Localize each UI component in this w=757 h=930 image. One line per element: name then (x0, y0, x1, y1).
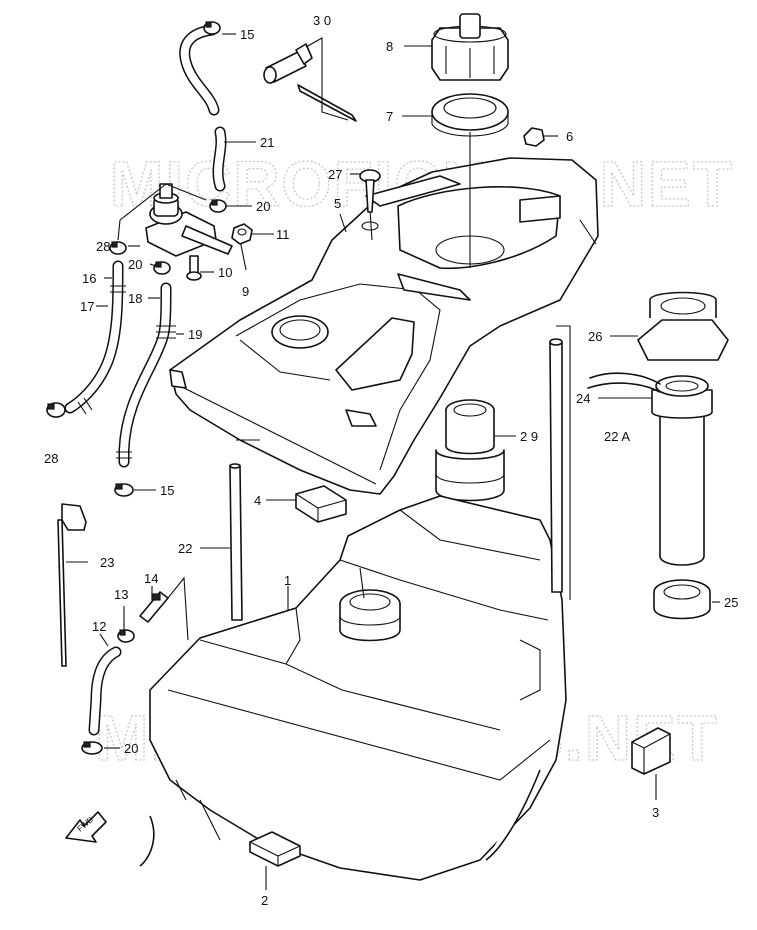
callout-22a: 22 A (604, 429, 630, 444)
part-1-fuel-tank (139, 495, 567, 881)
callout-28-bottom: 28 (44, 451, 58, 466)
part-2-pad (249, 831, 301, 867)
callout-22: 22 (178, 541, 192, 556)
nut-11 (231, 223, 253, 245)
callout-3: 3 (652, 805, 659, 820)
callout-20-a: 20 (256, 199, 270, 214)
callout-4: 4 (254, 493, 261, 508)
leader-lines (66, 33, 720, 890)
callout-6: 6 (566, 129, 573, 144)
part-13-clamp (117, 629, 135, 643)
part-7-gasket (431, 93, 509, 268)
callout-16: 16 (82, 271, 96, 286)
part-30-fitting (263, 37, 357, 122)
callout-labels: 15 3 0 8 7 6 21 27 5 20 28 11 16 20 10 9… (44, 13, 738, 908)
part-3-pad (631, 727, 671, 775)
callout-20-b: 20 (128, 257, 142, 272)
callout-25: 25 (724, 595, 738, 610)
callout-27: 27 (328, 167, 342, 182)
callout-19: 19 (188, 327, 202, 342)
part-20-clamp-bottom (81, 741, 103, 755)
part-22a-rod (549, 325, 571, 600)
bolt-10 (186, 255, 202, 281)
clamp-28-b (46, 402, 66, 418)
part-29-filler-neck (435, 399, 505, 502)
hose-16-17 (64, 260, 126, 415)
fwd-arrow-icon: FWD (65, 811, 107, 843)
part-4-pad (295, 485, 347, 523)
part-12-hose (88, 646, 122, 736)
clamp-28-a (109, 241, 127, 255)
part-26-ring-nut (637, 291, 729, 361)
callout-18: 18 (128, 291, 142, 306)
callout-9: 9 (242, 284, 249, 299)
callout-11: 11 (276, 227, 290, 242)
clamp-15-top (203, 21, 221, 35)
callout-20-c: 20 (124, 741, 138, 756)
clamp-20-a (209, 199, 227, 213)
callout-12: 12 (92, 619, 106, 634)
callout-14: 14 (144, 571, 158, 586)
callout-30: 3 0 (313, 13, 331, 28)
callout-15-top: 15 (240, 27, 254, 42)
hose-18-19 (116, 282, 176, 468)
part-22-rod (229, 439, 260, 621)
part-25-grommet (653, 579, 711, 620)
part-5-cover (169, 157, 599, 495)
callout-2: 2 (261, 893, 268, 908)
callout-29: 2 9 (520, 429, 538, 444)
callout-24: 24 (576, 391, 590, 406)
callout-7: 7 (386, 109, 393, 124)
part-23-strap (57, 503, 87, 667)
callout-10: 10 (218, 265, 232, 280)
callout-1: 1 (284, 573, 291, 588)
part-6-nut (523, 127, 545, 147)
callout-15-bottom: 15 (160, 483, 174, 498)
valve-assembly (117, 183, 247, 271)
part-21-hose (179, 24, 227, 192)
clamp-20-b (153, 261, 171, 275)
callout-13: 13 (114, 587, 128, 602)
callout-17: 17 (80, 299, 94, 314)
callout-8: 8 (386, 39, 393, 54)
part-24-pump (587, 372, 713, 566)
part-27-screw (359, 169, 381, 213)
callout-21: 21 (260, 135, 274, 150)
callout-26: 26 (588, 329, 602, 344)
callout-5: 5 (334, 196, 341, 211)
part-8-filler-cap (431, 13, 509, 81)
clamp-15-bottom (114, 483, 134, 497)
callout-28-top: 28 (96, 239, 110, 254)
part-14-fitting (139, 576, 189, 641)
callout-23: 23 (100, 555, 114, 570)
